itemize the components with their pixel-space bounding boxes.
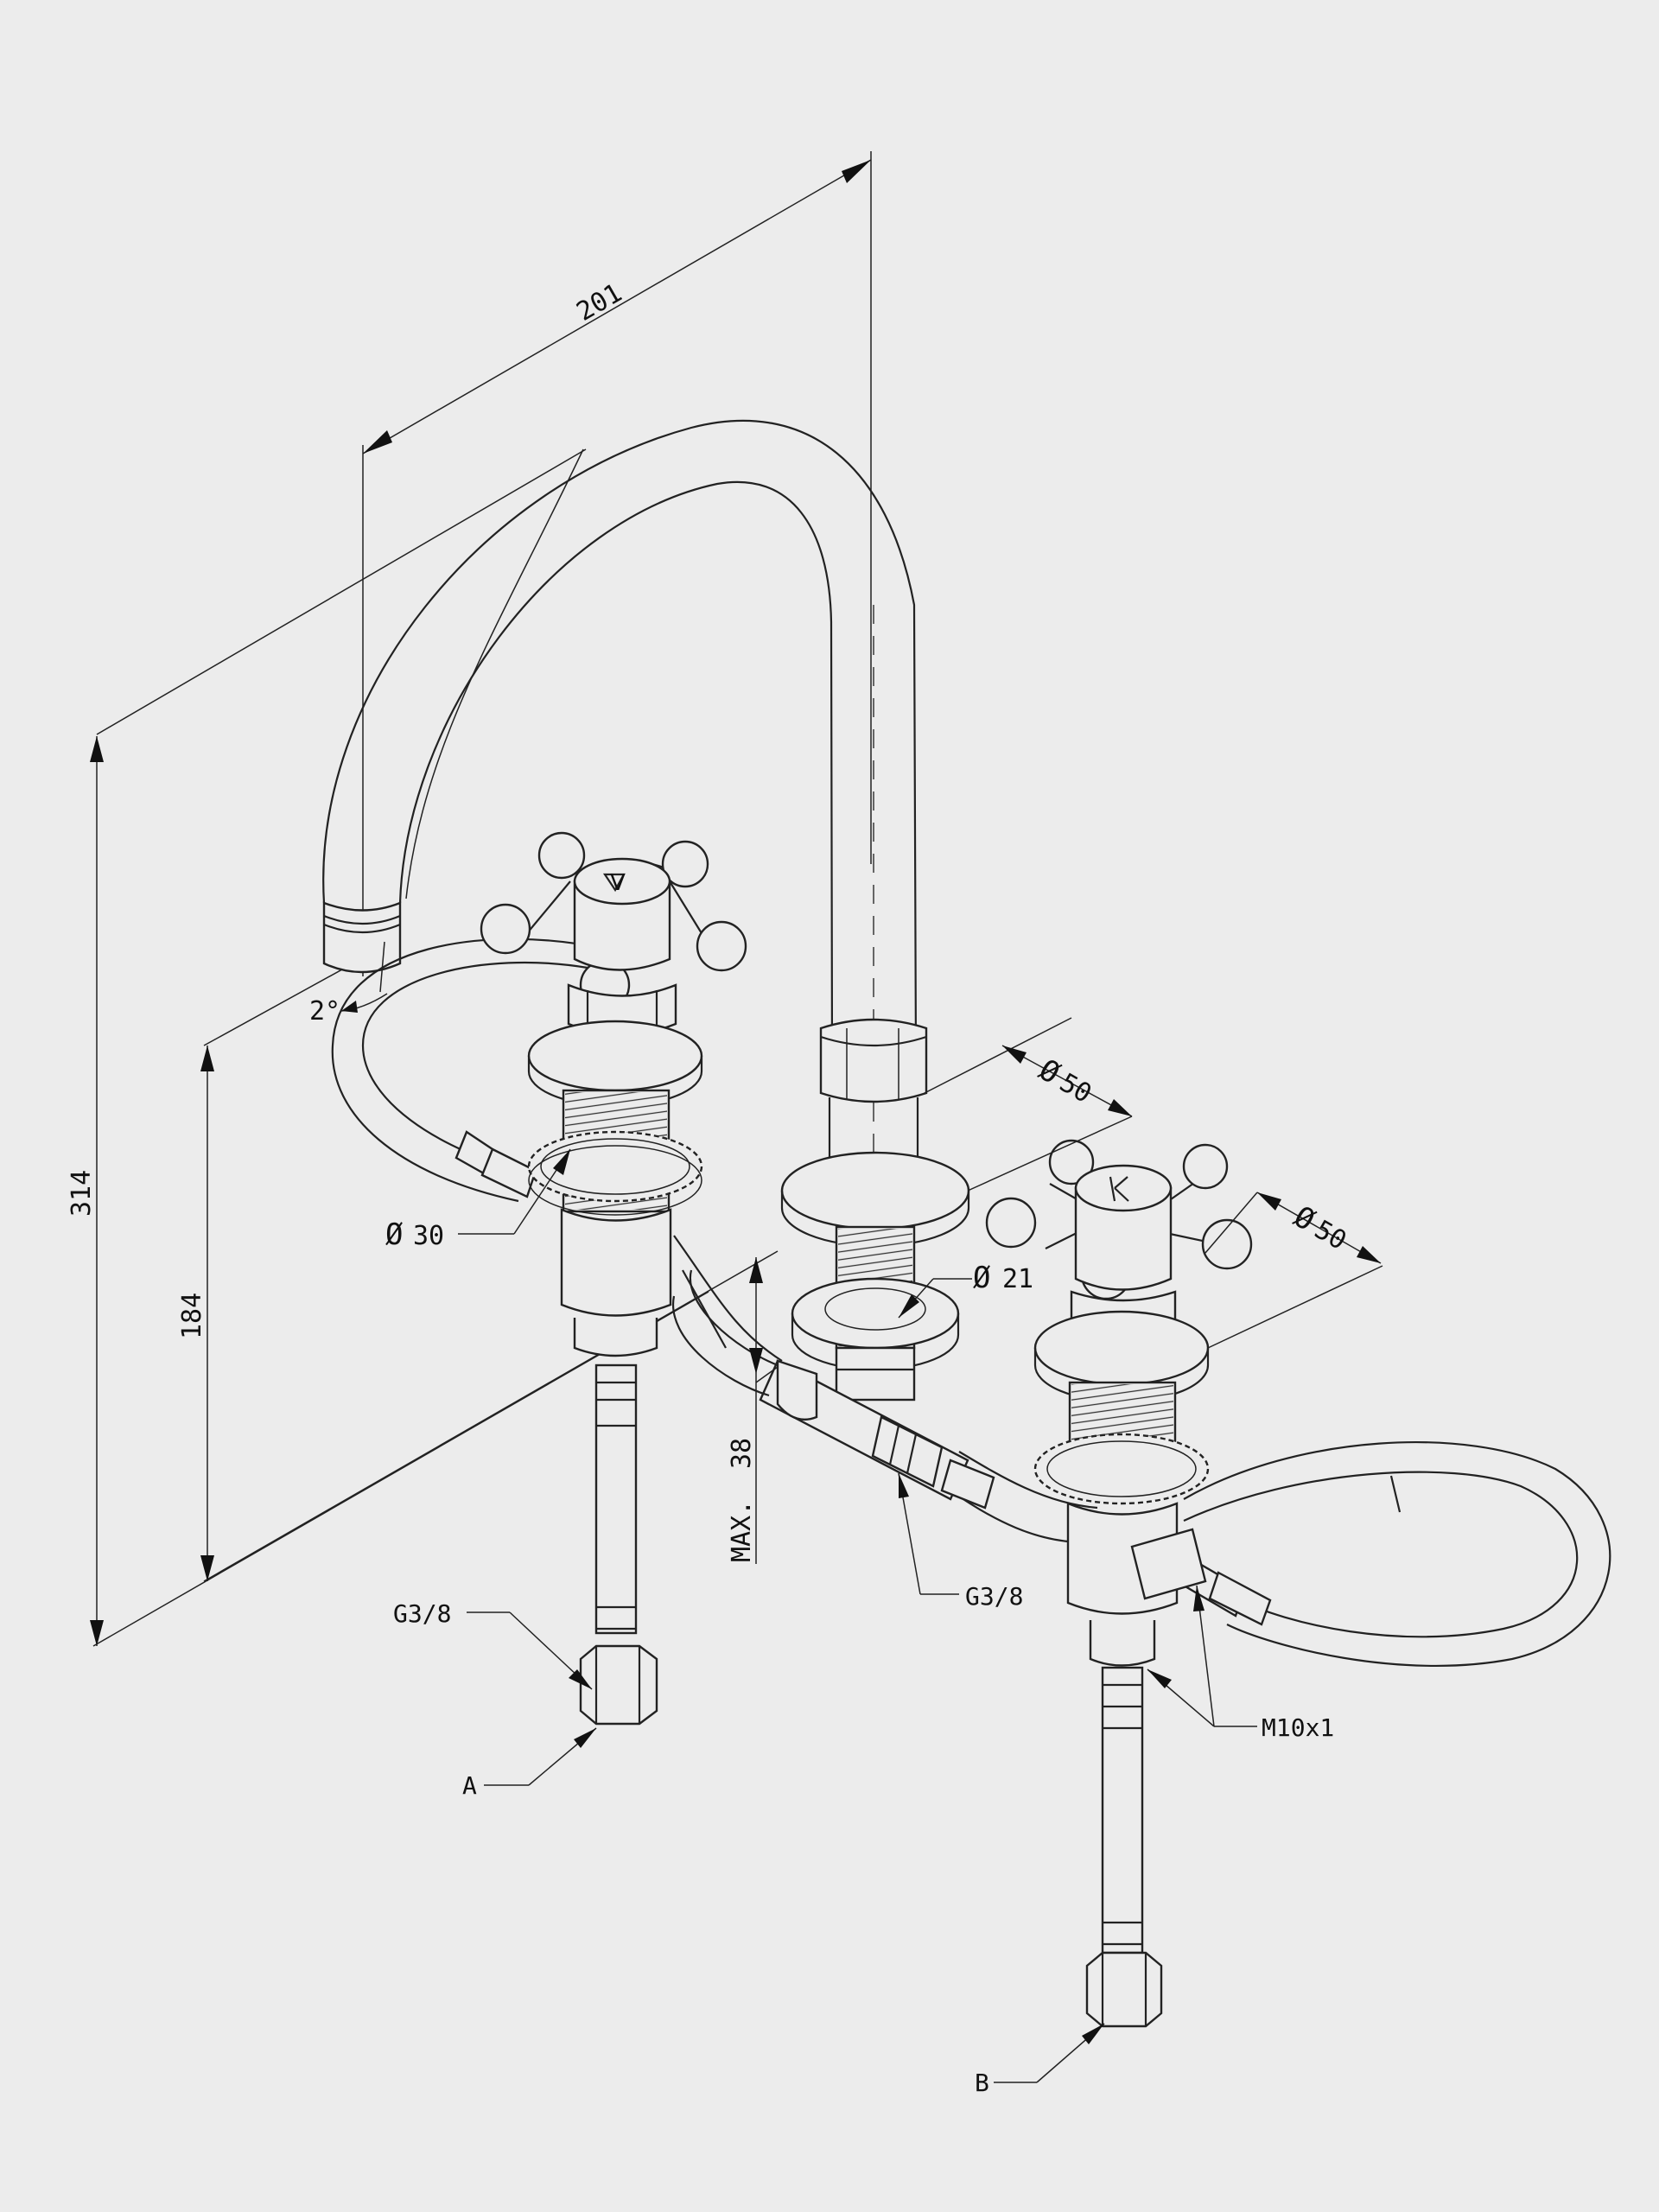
hose-left bbox=[331, 938, 783, 1397]
thread-left-label: G3/8 bbox=[393, 1599, 451, 1628]
spout-hole-diameter-value: 21 bbox=[1002, 1264, 1033, 1294]
total-height-value: 314 bbox=[67, 1170, 97, 1217]
spout-flange-diameter-value: 50 bbox=[1054, 1068, 1096, 1109]
callout-thread-left: G3/8 bbox=[393, 1599, 593, 1690]
dimension-spout-hole-diameter: Ø 21 bbox=[898, 1261, 1033, 1319]
callout-thread-hose: M10x1 bbox=[1147, 1585, 1334, 1742]
thread-hose-label: M10x1 bbox=[1262, 1713, 1334, 1742]
spout bbox=[322, 419, 970, 1402]
tee-connector bbox=[759, 1359, 969, 1501]
right-valve: K bbox=[985, 1139, 1253, 2028]
hose-loop-right bbox=[1182, 1441, 1611, 1667]
deck-thickness-prefix: MAX. bbox=[727, 1500, 757, 1562]
dimension-valve-hole-diameter: Ø 30 bbox=[385, 1148, 571, 1252]
valve-hole-diameter-value: 30 bbox=[413, 1221, 444, 1251]
left-valve: V bbox=[480, 831, 747, 1726]
left-handle-marking: V bbox=[610, 870, 626, 896]
deck-thickness-value: 38 bbox=[727, 1438, 757, 1469]
inlet-b-label: B bbox=[975, 2069, 989, 2097]
dimension-deck-thickness: MAX. 38 bbox=[727, 1257, 779, 1564]
dimension-spout-reach: 201 bbox=[362, 151, 872, 976]
callout-inlet-b: B bbox=[975, 2023, 1105, 2097]
dimension-spout-height: 184 bbox=[177, 945, 779, 1582]
dimension-spout-flange-diameter: Ø 50 bbox=[924, 1017, 1133, 1192]
dimension-total-height: 314 bbox=[67, 448, 709, 1647]
inlet-a-label: A bbox=[462, 1771, 477, 1800]
callout-thread-center: G3/8 bbox=[898, 1472, 1023, 1611]
spout-height-value: 184 bbox=[177, 1293, 207, 1339]
thread-center-label: G3/8 bbox=[965, 1582, 1023, 1611]
handle-flange-diameter-value: 50 bbox=[1309, 1215, 1351, 1256]
dimension-handle-flange-diameter: Ø 50 bbox=[1205, 1192, 1383, 1349]
spout-hole-diameter-symbol: Ø bbox=[973, 1261, 990, 1295]
dimension-spout-angle: 2° bbox=[309, 993, 388, 1027]
spout-angle-value: 2° bbox=[309, 996, 340, 1027]
callout-inlet-a: A bbox=[462, 1727, 597, 1800]
spout-reach-value: 201 bbox=[572, 278, 627, 327]
valve-hole-diameter-symbol: Ø bbox=[385, 1217, 403, 1252]
